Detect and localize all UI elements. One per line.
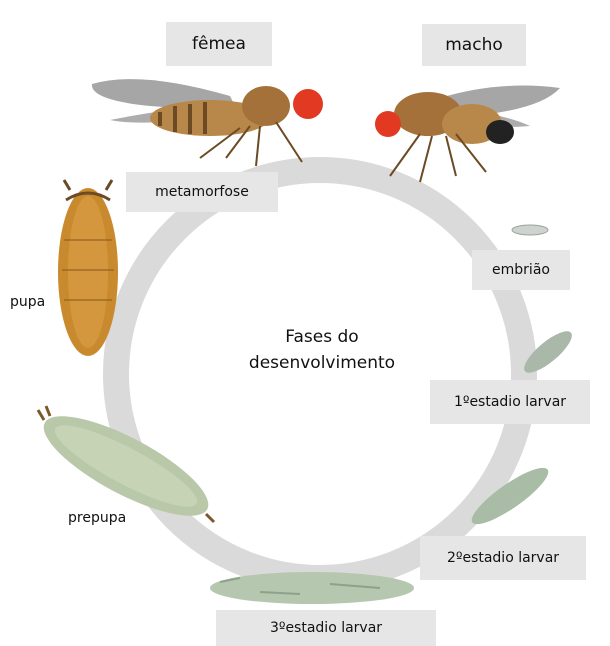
diagram-title-line-1: Fases do: [222, 324, 422, 350]
label-larva-2: 2ºestadio larvar: [420, 536, 586, 580]
label-female: fêmea: [166, 22, 272, 66]
diagram-title: Fases do desenvolvimento: [222, 324, 422, 376]
label-prepupa: prepupa: [68, 510, 126, 526]
label-embryo: embrião: [472, 250, 570, 290]
pupa-image: [58, 180, 118, 356]
male-fly-image: [375, 86, 560, 182]
label-metamorphosis: metamorfose: [126, 172, 278, 212]
label-larva-3: 3ºestadio larvar: [216, 610, 436, 646]
embryo-image: [512, 225, 548, 235]
female-fly-image: [92, 79, 323, 166]
label-pupa: pupa: [10, 294, 45, 310]
label-larva-1: 1ºestadio larvar: [430, 380, 590, 424]
diagram-title-line-2: desenvolvimento: [222, 350, 422, 376]
larva-3-image: [210, 572, 414, 604]
label-male: macho: [422, 24, 526, 66]
